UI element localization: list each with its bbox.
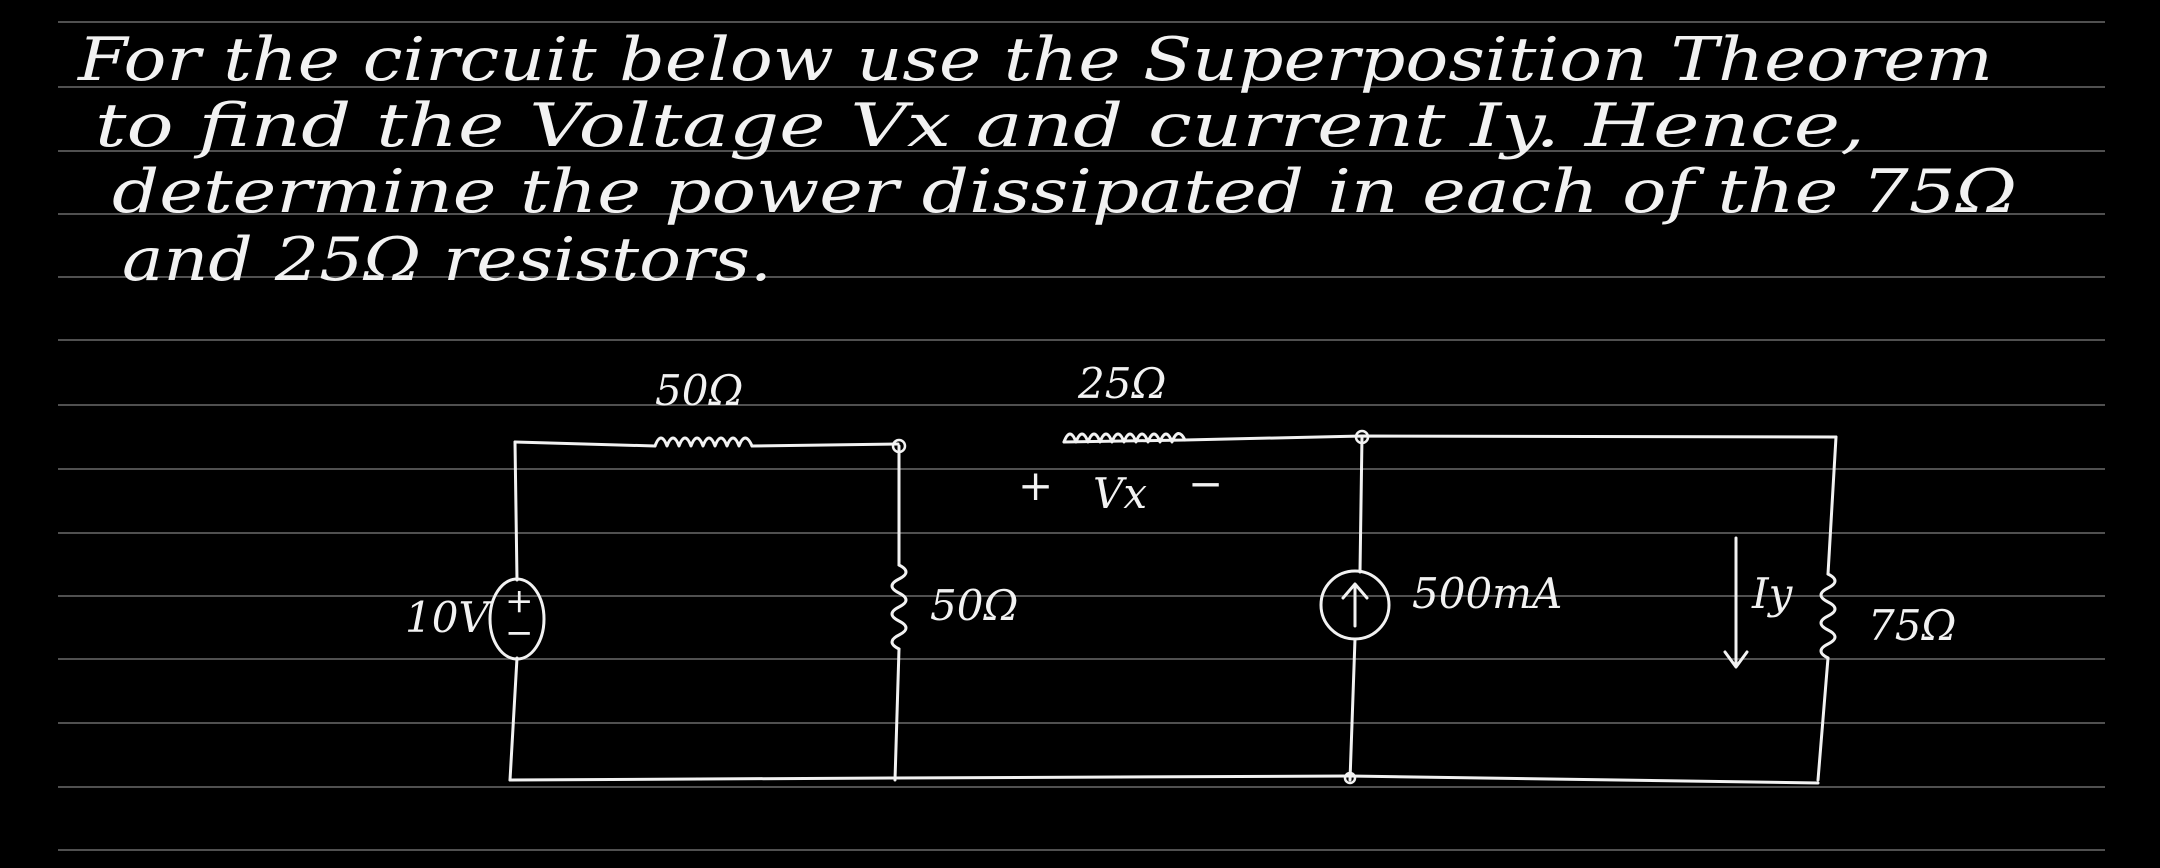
- current-arrow-up-icon: [1341, 582, 1369, 628]
- problem-line-1: For the circuit below use the Superposit…: [77, 25, 1993, 95]
- label-vx: Vx: [1093, 469, 1147, 518]
- current-source-branch: [1319, 434, 1391, 782]
- node-left: [891, 438, 907, 454]
- iy-arrow-down-icon: [1723, 536, 1749, 669]
- voltage-source-branch: + −: [488, 440, 546, 782]
- shunt-resistor-branch: [890, 444, 908, 782]
- top-wire: [513, 432, 1838, 448]
- resistor-75-load-symbol: [1819, 572, 1837, 660]
- label-r-series-left: 50Ω: [655, 366, 743, 415]
- label-r-shunt: 50Ω: [930, 581, 1018, 630]
- label-current-source: 500mA: [1412, 569, 1562, 618]
- circuit-diagram: + − 50Ω 25Ω +: [405, 359, 1956, 785]
- label-r-series-mid: 25Ω: [1077, 359, 1166, 408]
- node-bottom: [1343, 771, 1357, 785]
- voltage-source-plus: +: [505, 581, 534, 621]
- label-vx-plus: +: [1018, 461, 1053, 510]
- resistor-50-series-symbol: [653, 436, 754, 448]
- problem-line-3: determine the power dissipated in each o…: [112, 157, 2017, 227]
- resistor-25-series-symbol: [1062, 432, 1187, 444]
- label-voltage-source: 10V: [405, 593, 492, 642]
- problem-line-4: and 25Ω resistors.: [122, 225, 772, 295]
- load-resistor-branch: [1723, 435, 1838, 782]
- voltage-source-minus: −: [505, 613, 534, 653]
- bottom-wire: [508, 774, 1820, 785]
- voltage-source-symbol: [488, 577, 546, 661]
- ruled-lines: [58, 21, 2105, 851]
- problem-line-2: to find the Voltage Vx and current Iy. H…: [95, 91, 1865, 161]
- label-r-load: 75Ω: [1868, 601, 1956, 650]
- problem-statement: For the circuit below use the Superposit…: [77, 25, 2017, 295]
- node-right: [1354, 429, 1370, 445]
- label-iy: Iy: [1751, 569, 1794, 618]
- label-vx-minus: −: [1188, 459, 1223, 508]
- resistor-50-shunt-symbol: [890, 563, 908, 651]
